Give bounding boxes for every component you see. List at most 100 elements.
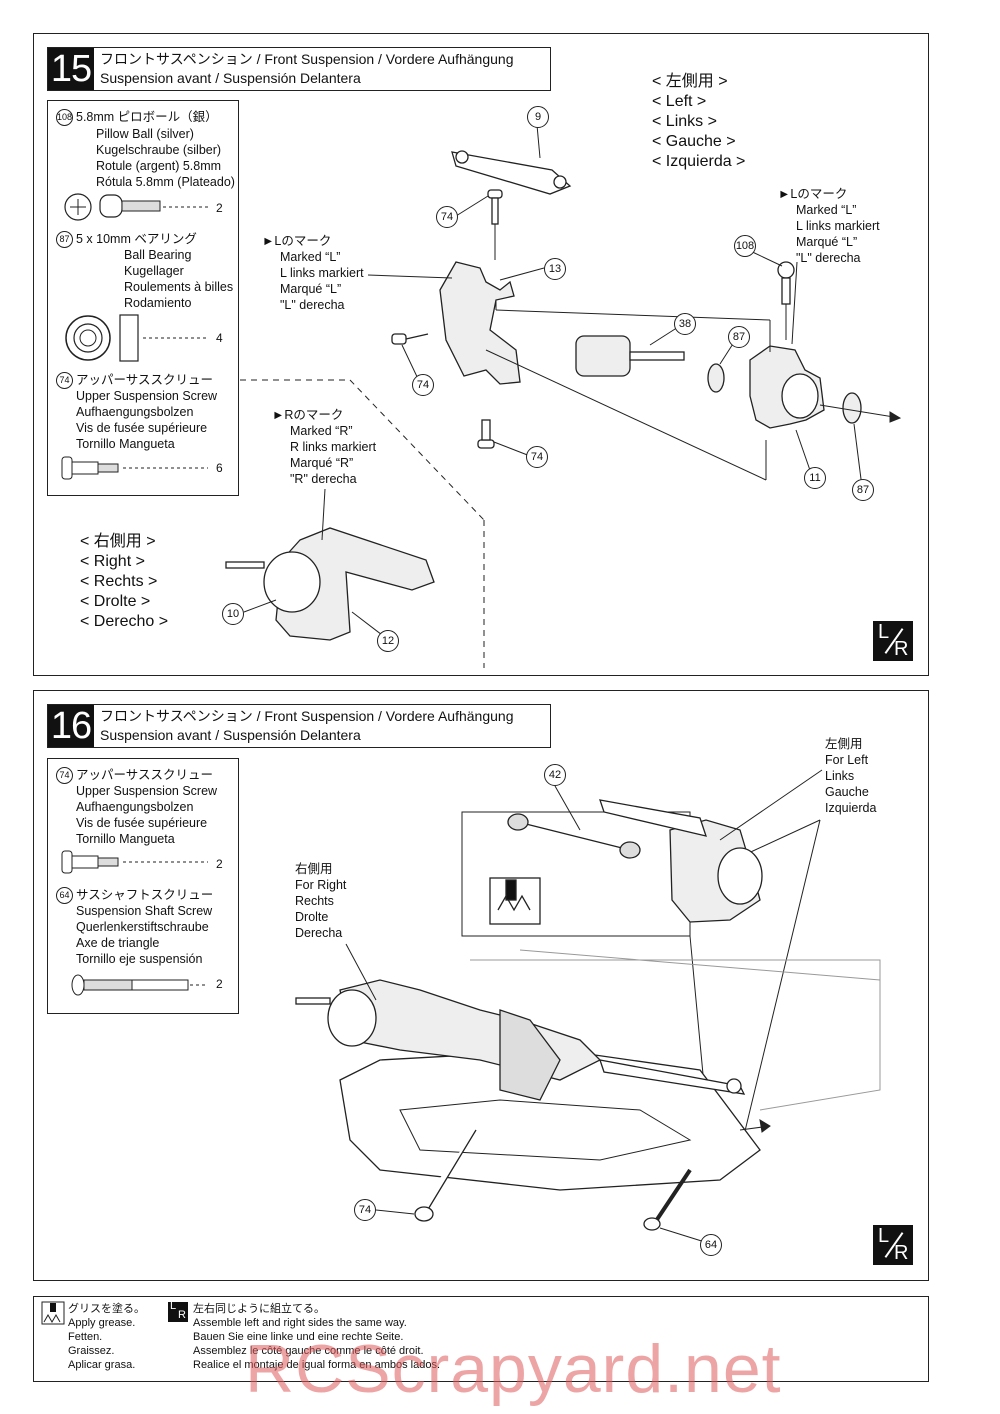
part-qty: 2 <box>216 857 223 871</box>
label-line: < Right > <box>80 553 145 570</box>
callout-13: 13 <box>544 258 566 280</box>
callout-108: 108 <box>734 235 756 257</box>
callout-87: 87 <box>852 479 874 501</box>
part-name: Vis de fusée supérieure <box>76 816 208 830</box>
label-line: < Gauche > <box>652 133 736 150</box>
part-name-jp: 5 x 10mm ベアリング <box>76 232 197 246</box>
callout-74: 74 <box>412 374 434 396</box>
legend-line: Aplicar grasa. <box>68 1359 136 1371</box>
grease-icon <box>41 1301 65 1325</box>
part-ref: 74 <box>56 372 73 390</box>
legend-line: Fetten. <box>68 1331 103 1343</box>
part-name: Vis de fusée supérieure <box>76 421 208 435</box>
note-line: Links <box>825 769 855 783</box>
note-line: "R" derecha <box>290 472 357 486</box>
note-line: Drolte <box>295 910 329 924</box>
step-title-line1: フロントサスペンション / Front Suspension / Vordere… <box>100 51 514 67</box>
part-name-jp: アッパーサススクリュー <box>76 768 214 782</box>
legend-line: Realice el montaje de igual forma en amb… <box>193 1359 441 1371</box>
note-line: 右側用 <box>295 862 333 876</box>
label-line: < Derecho > <box>80 613 169 630</box>
part-qty: 6 <box>216 461 223 475</box>
part-name: Axe de triangle <box>76 936 160 950</box>
note-line: R links markiert <box>290 440 377 454</box>
lr-letter-l: L <box>170 1300 177 1312</box>
callout-74: 74 <box>526 446 548 468</box>
legend-line: 左右同じように組立てる。 <box>193 1303 325 1315</box>
legend-line: Apply grease. <box>68 1317 136 1329</box>
for-left-label: 左側用 For Left Links Gauche Izquierda <box>825 736 876 816</box>
label-line: < Links > <box>652 113 717 130</box>
part-name-jp: サスシャフトスクリュー <box>76 888 214 902</box>
label-line: < Left > <box>652 93 707 110</box>
callout-74: 74 <box>354 1199 376 1221</box>
lr-letter-l: L <box>878 621 890 643</box>
part-108-names: Pillow Ball (silver) Kugelschraube (silb… <box>96 126 235 190</box>
mark-l-note-knuckle: ►Lのマーク Marked “L” L links markiert Marqu… <box>778 186 880 266</box>
right-side-label: < 右側用 > < Right > < Rechts > < Drolte > … <box>80 532 168 632</box>
step-15-header: 15 フロントサスペンション / Front Suspension / Vord… <box>47 47 551 91</box>
label-line: < 左側用 > <box>652 73 728 90</box>
callout-38: 38 <box>674 313 696 335</box>
part-name: Ball Bearing <box>124 248 192 262</box>
part-74-names: Upper Suspension Screw Aufhaengungsbolze… <box>76 388 217 452</box>
callout-11: 11 <box>804 467 826 489</box>
callout-64: 64 <box>700 1234 722 1256</box>
part-qty: 2 <box>216 977 223 991</box>
step-16-illustration <box>295 769 881 1244</box>
note-line: ►Rのマーク <box>272 408 344 422</box>
part-87-names: Ball Bearing Kugellager Roulements à bil… <box>124 247 233 311</box>
callout-87: 87 <box>728 326 750 348</box>
part-ref: 108 <box>56 109 73 127</box>
label-line: < 右側用 > <box>80 533 156 550</box>
part-name: Kugelschraube (silber) <box>96 143 222 157</box>
note-line: Marked “L” <box>280 250 341 264</box>
callout-9: 9 <box>527 106 549 128</box>
note-line: 左側用 <box>825 737 863 751</box>
callout-10: 10 <box>222 603 244 625</box>
part-name: Querlenkerstiftschraube <box>76 920 209 934</box>
part-ref: 74 <box>56 767 73 785</box>
part-ref: 87 <box>56 231 73 249</box>
part-name: Kugellager <box>124 264 184 278</box>
note-line: For Left <box>825 753 869 767</box>
part-qty: 4 <box>216 331 223 345</box>
part-qty: 2 <box>216 201 223 215</box>
step-number: 16 <box>48 705 94 747</box>
step-15-illustration <box>225 124 902 668</box>
step-number: 15 <box>48 48 94 90</box>
note-line: "L" derecha <box>796 251 861 265</box>
legend-line: Assemble left and right sides the same w… <box>193 1317 407 1329</box>
mark-l-note: ►Lのマーク Marked “L” L links markiert Marqu… <box>262 233 364 313</box>
lr-letter-l: L <box>878 1225 890 1247</box>
note-line: L links markiert <box>796 219 880 233</box>
left-right-legend-icon: L R <box>168 1300 188 1322</box>
note-line: Derecha <box>295 926 343 940</box>
part-name: Tornillo Mangueta <box>76 437 175 451</box>
label-line: < Izquierda > <box>652 153 746 170</box>
pillow-ball-drawing <box>61 193 208 480</box>
step-16-header: 16 フロントサスペンション / Front Suspension / Vord… <box>47 704 551 748</box>
lr-letter-r: R <box>178 1309 186 1321</box>
watermark: RCScrapyard.net <box>245 1331 782 1407</box>
left-right-icon: L R <box>873 1225 913 1265</box>
note-line: Marqué “L” <box>280 282 342 296</box>
note-line: ►Lのマーク <box>778 187 848 201</box>
part-name: Aufhaengungsbolzen <box>76 405 194 419</box>
lr-letter-r: R <box>894 638 909 660</box>
part-name: Suspension Shaft Screw <box>76 904 213 918</box>
part-name-jp: アッパーサススクリュー <box>76 373 214 387</box>
part-name: Tornillo eje suspensión <box>76 952 203 966</box>
part-ref: 64 <box>56 887 73 905</box>
part-name-jp: 5.8mm ピロボール（銀） <box>76 110 218 124</box>
part-name: Roulements à billes <box>124 280 234 294</box>
note-line: Marqué “L” <box>796 235 858 249</box>
note-line: "L" derecha <box>280 298 345 312</box>
step-title-line2: Suspension avant / Suspensión Delantera <box>100 70 361 86</box>
